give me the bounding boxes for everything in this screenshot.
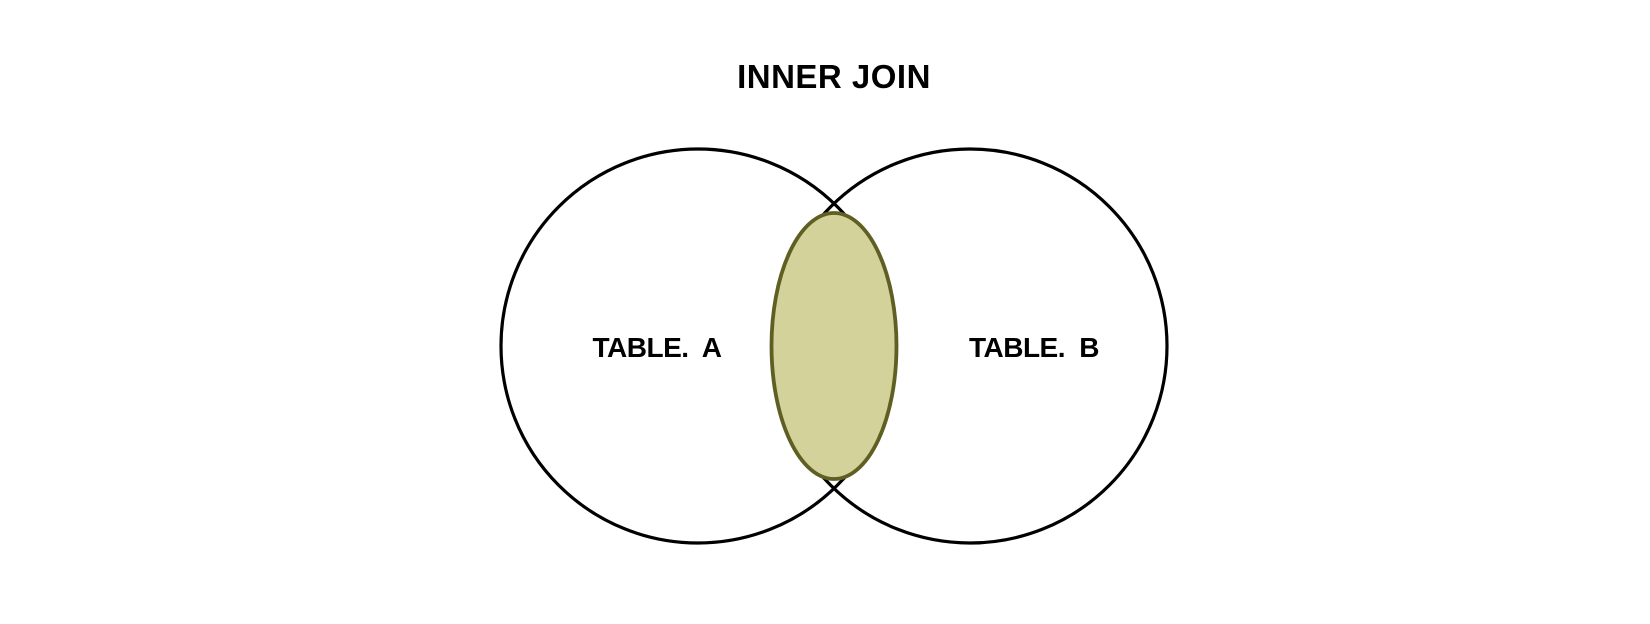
diagram-title: INNER JOIN xyxy=(737,58,931,95)
table-a-label: TABLE. A xyxy=(593,332,722,363)
table-b-label: TABLE. B xyxy=(969,332,1099,363)
intersection-region xyxy=(769,211,899,481)
